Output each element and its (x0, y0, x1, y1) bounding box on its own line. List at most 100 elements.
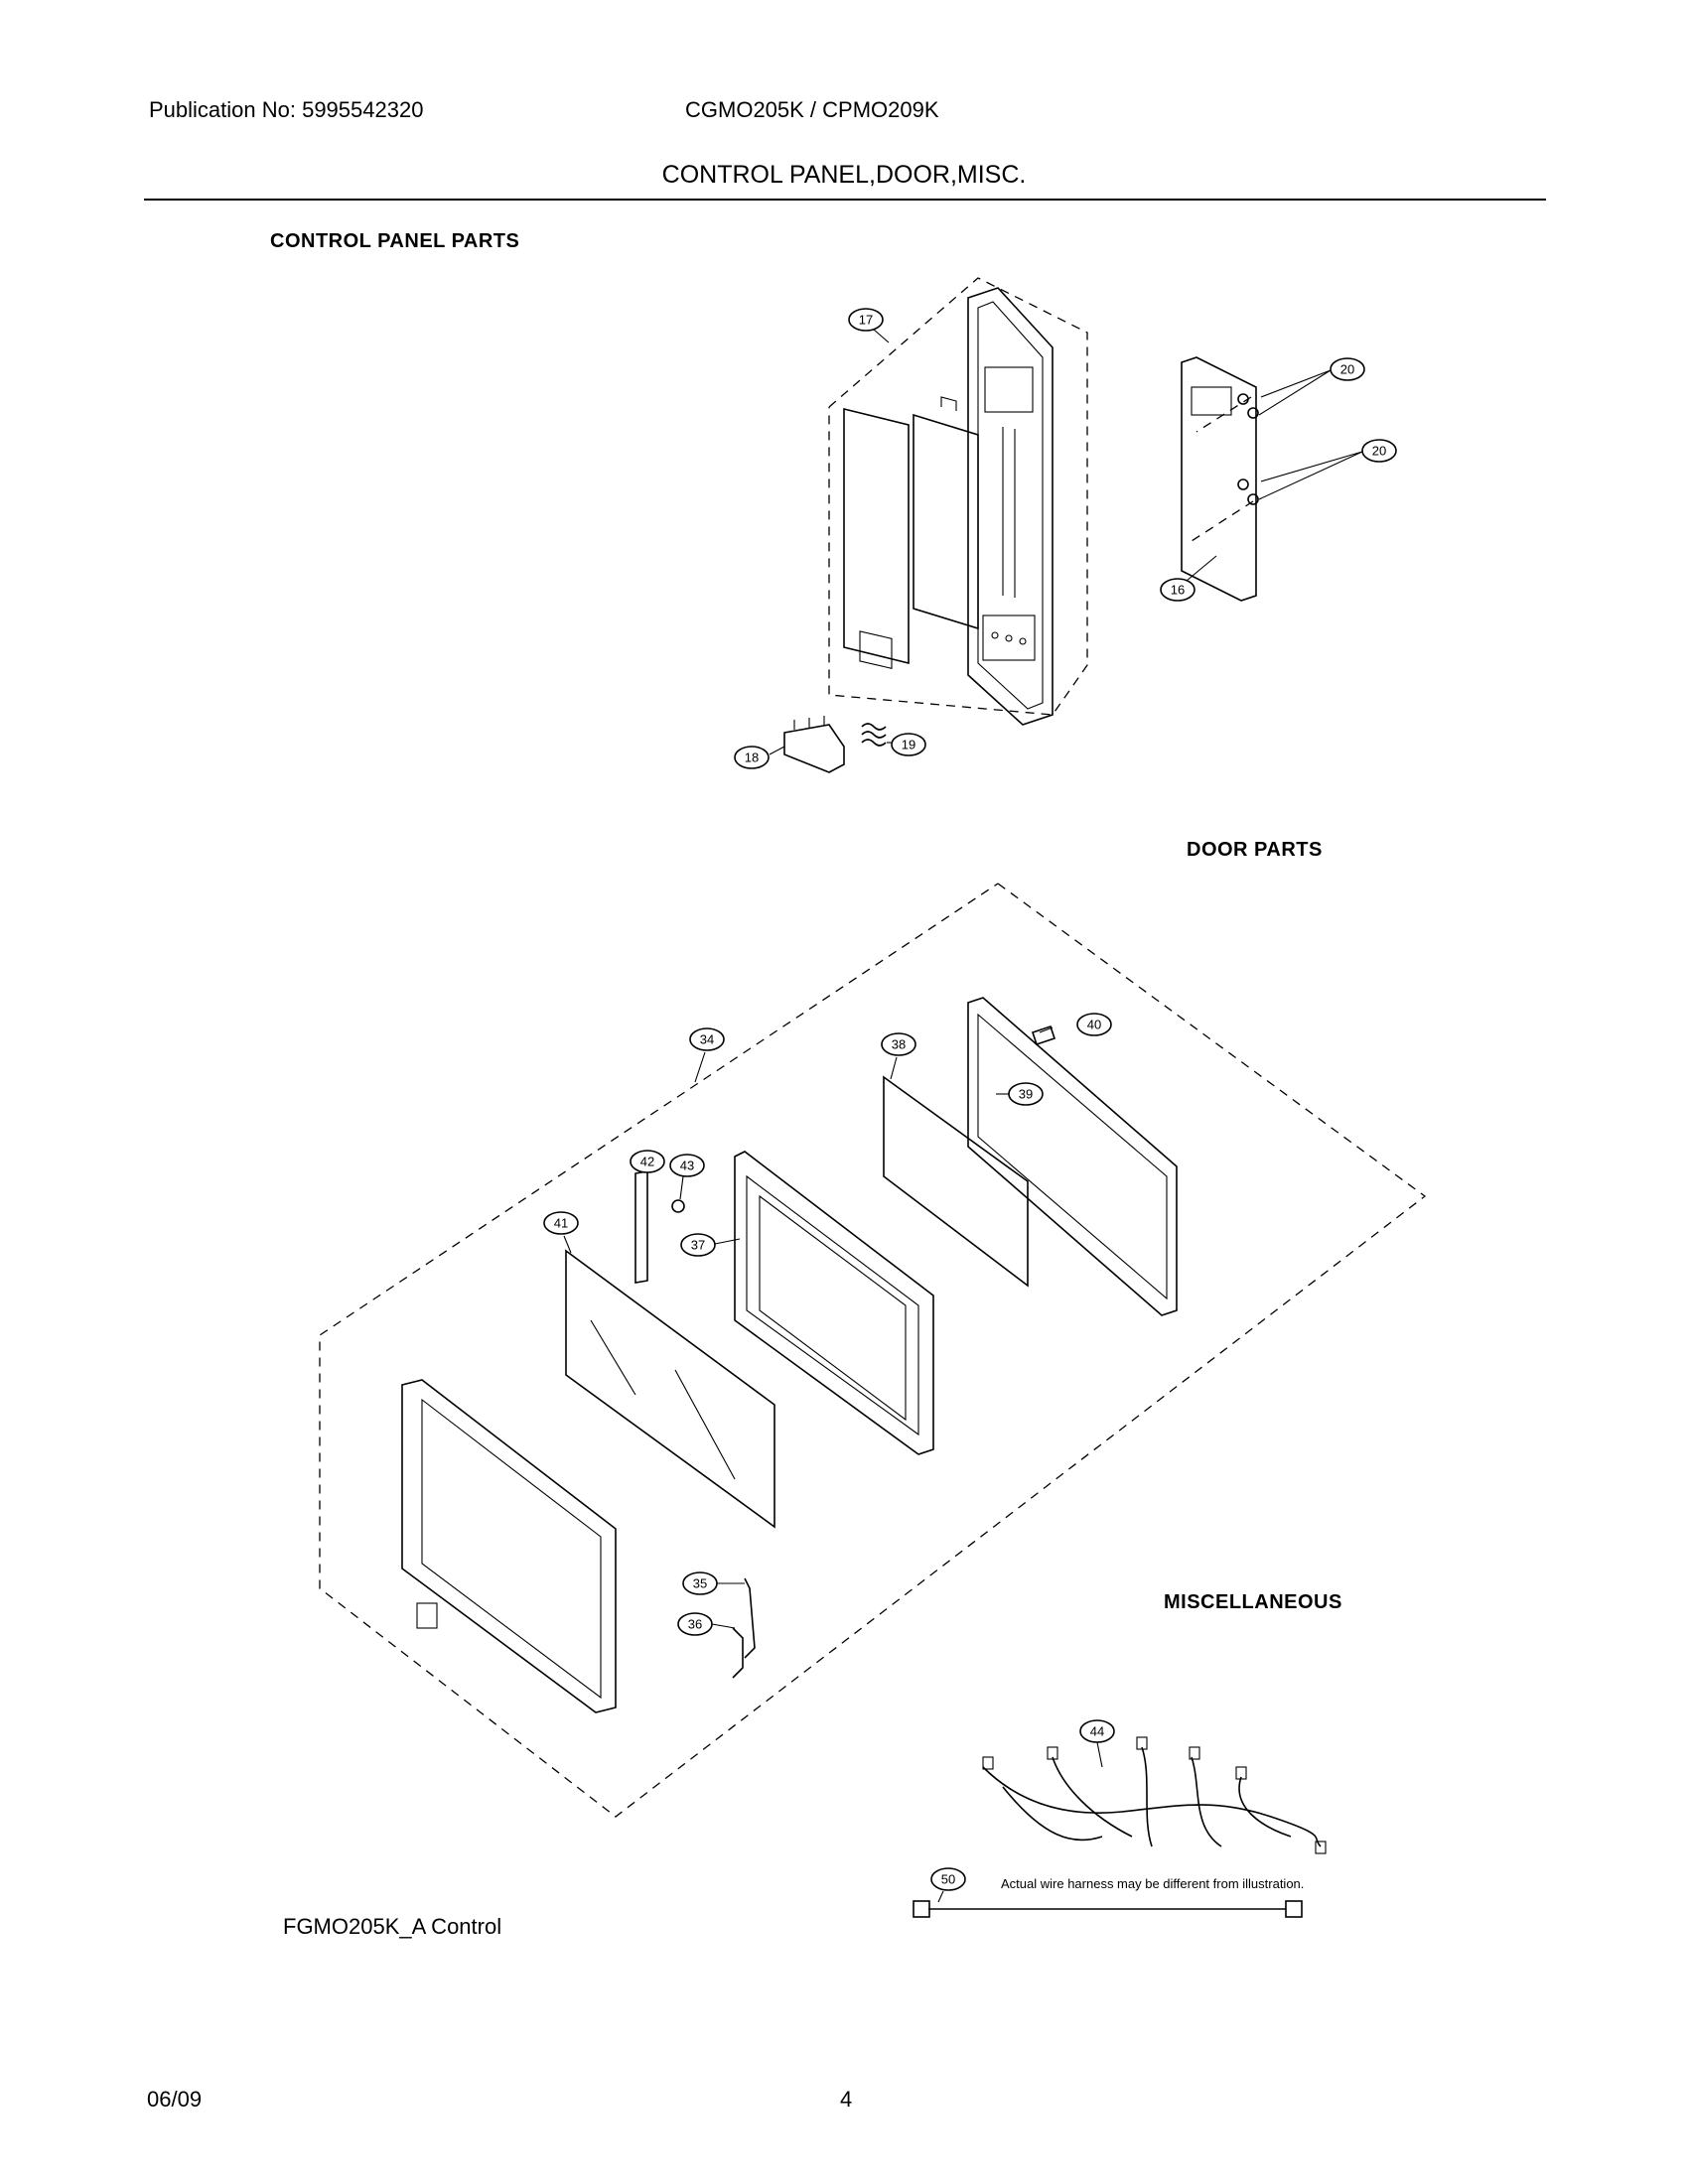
section-control-panel-parts: CONTROL PANEL PARTS (270, 230, 520, 252)
page-title: CONTROL PANEL,DOOR,MISC. (661, 161, 1027, 189)
callout-39-label: 39 (1019, 1087, 1033, 1102)
callout-16 (1160, 578, 1196, 602)
door-frame-inner (977, 1013, 1168, 1300)
control-board (1181, 356, 1257, 602)
cord-connector (1285, 1900, 1303, 1918)
glass-reflection (674, 1369, 736, 1480)
callout-50-leader (937, 1890, 944, 1903)
callout-18-label: 18 (745, 751, 759, 765)
callout-38-label: 38 (892, 1037, 906, 1052)
callout-37-label: 37 (691, 1238, 705, 1253)
callout-34-label: 34 (700, 1032, 714, 1047)
control-board-assembly: 20 20 16 (1160, 356, 1397, 602)
spring (861, 723, 887, 747)
keypad-dot (1005, 634, 1013, 642)
inner-door-window (746, 1174, 919, 1436)
callout-37 (680, 1233, 716, 1257)
wire-harness-note: Actual wire harness may be different fro… (1001, 1876, 1304, 1891)
terminal (982, 1756, 994, 1770)
screw-guide (1196, 396, 1252, 433)
door-badge (416, 1602, 438, 1629)
callout-41-label: 41 (554, 1216, 568, 1231)
glass-reflection (590, 1319, 636, 1396)
inner-door-panel (734, 1151, 934, 1455)
callout-19 (891, 733, 926, 756)
button-actuator (783, 724, 845, 773)
screw (1247, 407, 1259, 419)
model-numbers: CGMO205K / CPMO209K (685, 97, 939, 122)
callout-18-leader (769, 746, 785, 755)
callout-17 (848, 308, 884, 332)
callout-44 (1079, 1719, 1115, 1743)
callout-20b-leader (1258, 451, 1363, 500)
door-front-panel (401, 1379, 617, 1713)
footer-page-number: 4 (840, 2087, 853, 2112)
terminal (1235, 1766, 1247, 1780)
keypad-dot (1019, 637, 1027, 645)
hinge-screw (671, 1199, 685, 1213)
callout-36-leader (711, 1623, 736, 1629)
door-latch-lever (732, 1627, 744, 1679)
choke-sheet (883, 1075, 1029, 1288)
callout-16-leader (1186, 555, 1217, 582)
screw (1247, 493, 1259, 505)
callout-34 (689, 1027, 725, 1051)
callout-20b-leader (1260, 451, 1363, 482)
control-panel-frame (967, 287, 1054, 726)
control-panel-assembly-outline (828, 277, 1088, 716)
terminal (1136, 1736, 1148, 1750)
callout-19-label: 19 (902, 738, 915, 752)
callout-39 (1008, 1082, 1044, 1106)
control-panel-overlay (843, 407, 910, 665)
door-latch-arm (744, 1577, 756, 1659)
callout-20a-leader (1260, 369, 1332, 398)
control-id-label: FGMO205K_A Control (283, 1914, 502, 1939)
callout-20a-leader (1258, 369, 1332, 416)
callout-20a-label: 20 (1340, 362, 1354, 377)
keypad-area (982, 614, 1036, 661)
wire-harness-assembly: 44 Actual wire harness may be different … (913, 1719, 1327, 1918)
callout-43-label: 43 (680, 1159, 694, 1173)
section-door-parts: DOOR PARTS (1187, 839, 1323, 861)
keypad-dot (991, 631, 999, 639)
callout-18 (734, 746, 770, 769)
board-display-module (1191, 386, 1232, 416)
callout-40 (1076, 1013, 1112, 1036)
callout-41 (543, 1211, 579, 1235)
callout-50 (930, 1867, 966, 1891)
callout-42-label: 42 (640, 1155, 654, 1169)
title-rule (144, 199, 1546, 201)
door-hinge (634, 1170, 648, 1284)
door-frame (967, 997, 1178, 1316)
inner-door-mesh (759, 1194, 907, 1422)
callout-38-leader (890, 1056, 898, 1080)
membrane-tail (940, 396, 957, 411)
callout-50-label: 50 (941, 1872, 955, 1887)
callout-40-label: 40 (1087, 1018, 1101, 1032)
door-glass (565, 1249, 775, 1529)
callout-20b (1361, 439, 1397, 463)
door-assembly: 34 40 39 38 37 42 43 (319, 883, 1427, 1818)
screw-guide (1191, 500, 1254, 542)
callout-17-leader (873, 329, 890, 343)
callout-36 (677, 1612, 713, 1636)
terminal (1189, 1746, 1200, 1760)
callout-44-label: 44 (1090, 1724, 1104, 1739)
callout-37-leader (714, 1238, 741, 1245)
terminal (1315, 1841, 1327, 1854)
callout-16-label: 16 (1171, 583, 1185, 598)
callout-43 (669, 1154, 705, 1177)
callout-34-leader (694, 1051, 706, 1083)
screw (1237, 393, 1249, 405)
callout-43-leader (679, 1175, 684, 1200)
terminal (1047, 1746, 1058, 1760)
door-front-window (421, 1398, 602, 1700)
overlay-window-mark (859, 630, 893, 669)
door-assembly-outline (319, 883, 1427, 1818)
callout-41-leader (563, 1235, 572, 1254)
callout-20a (1330, 357, 1365, 381)
section-miscellaneous: MISCELLANEOUS (1164, 1591, 1342, 1613)
callout-42 (630, 1150, 665, 1173)
footer-date: 06/09 (147, 2087, 203, 2112)
